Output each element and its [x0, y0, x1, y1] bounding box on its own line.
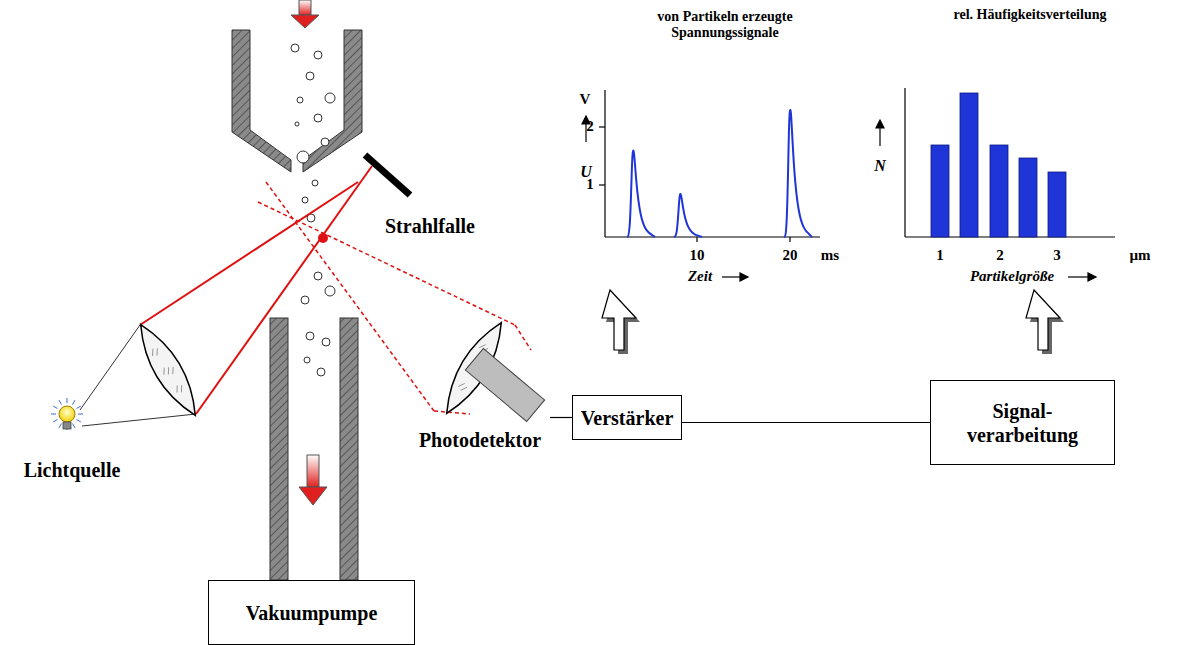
inlet-nozzle — [232, 30, 362, 172]
condenser-lens — [130, 318, 207, 422]
tick-label: 2 — [586, 118, 594, 135]
chart-title: von Partikeln erzeugte Spannungssignale — [625, 9, 825, 41]
tick-label: 20 — [783, 247, 798, 264]
particles — [291, 44, 335, 376]
histogram-bars — [931, 93, 1066, 237]
amplifier-box: Verstärker — [572, 395, 682, 440]
axis-unit: ms — [821, 247, 839, 264]
tick-label: 1 — [586, 176, 594, 193]
voltage-pulses — [627, 110, 812, 237]
signal-wire — [682, 422, 930, 423]
axis-name: N — [874, 157, 886, 175]
flow-arrow — [299, 455, 327, 505]
output-arrow — [602, 290, 640, 354]
output-arrow — [1026, 290, 1064, 354]
flow-arrow — [291, 0, 319, 28]
axis-name: Zeit — [688, 268, 712, 285]
axis-name: Partikelgröße — [970, 268, 1054, 285]
chart-title: rel. Häufigkeitsverteilung — [954, 7, 1107, 23]
axis-unit: µm — [1129, 247, 1150, 264]
vacuum-pump-box: Vakuumpumpe — [208, 580, 415, 645]
photodetector: Photodetektor — [410, 362, 550, 452]
tick-label: 10 — [690, 247, 705, 264]
part-label: Strahlfalle — [385, 215, 475, 238]
tick-label: 1 — [936, 247, 944, 264]
part-label: Lichtquelle — [24, 459, 121, 482]
node-label: Photodetektor — [419, 428, 541, 452]
outlet-tube — [270, 318, 358, 580]
node-label: Vakuumpumpe — [246, 601, 378, 625]
signal-chart-axes — [582, 90, 820, 281]
node-label: Verstärker — [581, 406, 674, 430]
signal-wire — [550, 417, 572, 418]
beam-trap — [365, 155, 410, 195]
axis-unit: V — [580, 91, 591, 108]
tick-label: 3 — [1053, 247, 1061, 264]
tick-label: 2 — [996, 247, 1004, 264]
signal-processing-box: Signal- verarbeitung — [930, 380, 1115, 465]
photodetector-body — [465, 349, 544, 422]
node-label: Signal- verarbeitung — [953, 399, 1093, 447]
histogram-axes — [876, 88, 1115, 281]
